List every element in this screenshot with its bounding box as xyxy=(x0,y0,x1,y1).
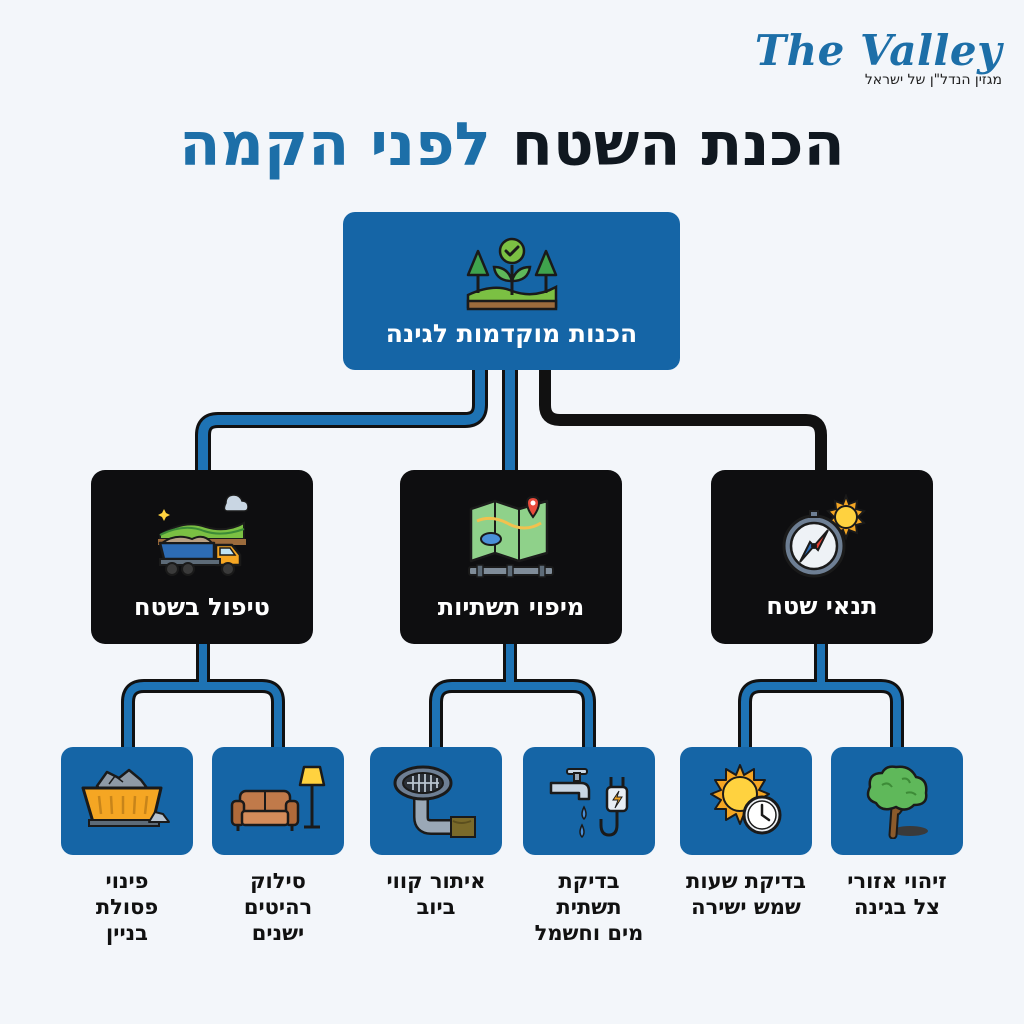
map-pipes-icon xyxy=(468,495,554,578)
garden-plants-icon xyxy=(466,237,557,310)
category-label: מיפוי תשתיות xyxy=(437,593,585,621)
connector-right-children xyxy=(738,637,904,754)
leaf-sun-hours[interactable] xyxy=(680,747,812,855)
connector-middle-children xyxy=(429,637,596,754)
leaf-water-electric[interactable] xyxy=(523,747,655,855)
brand-name: The Valley xyxy=(754,26,1002,75)
sofa-lamp-icon xyxy=(230,765,326,831)
title-part-dark: הכנת השטח xyxy=(511,110,845,180)
category-site-conditions[interactable]: תנאי שטח xyxy=(711,470,933,644)
root-node[interactable]: הכנות מוקדמות לגינה xyxy=(343,212,680,370)
leaf-sewer-lines[interactable] xyxy=(370,747,502,855)
category-infrastructure-mapping[interactable]: מיפוי תשתיות xyxy=(400,470,622,644)
brand-tagline: מגזין הנדל"ן של ישראל xyxy=(864,72,1002,88)
category-site-treatment[interactable]: טיפול בשטח xyxy=(91,470,313,644)
leaf-caption-sewer-lines: איתור קווי ביוב xyxy=(386,869,486,919)
leaf-caption-water-electric: בדיקת תשתית מים וחשמל xyxy=(534,869,644,945)
sun-clock-icon xyxy=(710,764,782,835)
title-part-blue: לפני הקמה xyxy=(179,110,491,180)
debris-container-icon xyxy=(81,768,170,827)
brand-logo[interactable]: The Valley מגזין הנדל"ן של ישראל xyxy=(754,26,1002,89)
category-label: תנאי שטח xyxy=(766,592,878,620)
dump-truck-icon xyxy=(158,494,248,576)
connector-left-children xyxy=(121,637,285,754)
leaf-caption-shade-areas: זיהוי אזורי צל בגינה xyxy=(847,869,947,919)
drain-pipe-icon xyxy=(393,765,476,838)
root-label: הכנות מוקדמות לגינה xyxy=(385,318,638,348)
leaf-shade-areas[interactable] xyxy=(831,747,963,855)
compass-sun-icon xyxy=(782,494,866,578)
leaf-construction-waste[interactable] xyxy=(61,747,193,855)
connector-root-right xyxy=(539,364,827,476)
leaf-caption-sun-hours: בדיקת שעות שמש ישירה xyxy=(686,869,806,919)
category-label: טיפול בשטח xyxy=(134,593,270,621)
tree-icon xyxy=(866,765,928,839)
faucet-plug-icon xyxy=(549,768,629,839)
leaf-caption-construction-waste: פינוי פסולת בניין xyxy=(95,869,159,945)
page-title: הכנת השטח לפני הקמה xyxy=(0,108,1024,182)
leaf-old-furniture[interactable] xyxy=(212,747,344,855)
leaf-caption-old-furniture: סילוק רהיטים ישנים xyxy=(243,869,313,945)
